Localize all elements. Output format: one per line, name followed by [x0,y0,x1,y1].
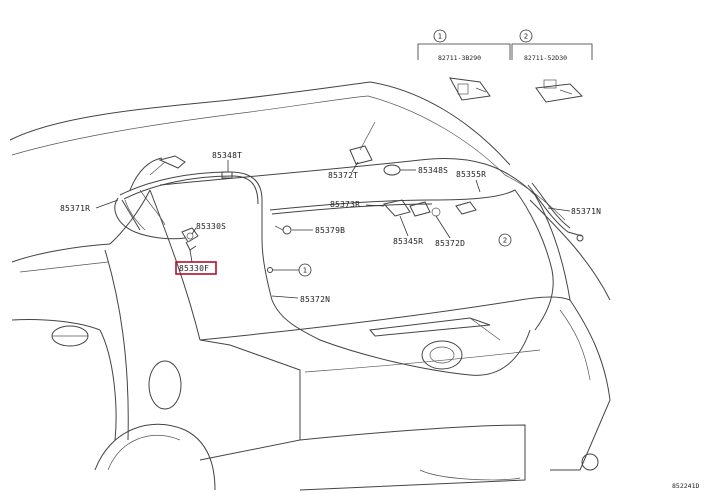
part-label: 85371N [571,207,601,216]
highlighted-part-box [175,261,217,275]
callout-number: 2 [503,237,507,245]
inset-2: 2 82711-52D30 [511,29,593,103]
inset-number: 2 [524,33,528,41]
part-label: 85373R [330,200,360,209]
part-label: 82711-52D30 [524,54,567,62]
part-label: 85372N [300,295,330,304]
part-label: 85345R [393,237,423,246]
highlighted-part-label: 85330F [179,264,209,273]
inset-number: 1 [438,33,442,41]
reference-code: 852241D [672,482,699,490]
part-label: 85372D [435,239,465,248]
washer-hose-routing [114,171,554,376]
callout-number: 1 [303,267,307,275]
part-label: 85355R [456,170,486,179]
part-label: 85330S [196,222,226,231]
part-label: 85348T [212,151,242,160]
vehicle-body-outline [9,81,611,491]
part-label: 82711-3B290 [438,54,481,62]
part-label: 85371R [60,204,90,213]
part-label: 85379B [315,226,345,235]
inset-1: 1 82711-3B290 [417,29,511,101]
part-labels: 85348T 85371R 85330S 85330F 1 85372N 853… [60,151,601,304]
part-label: 85372T [328,171,358,180]
part-label: 85348S [418,166,448,175]
